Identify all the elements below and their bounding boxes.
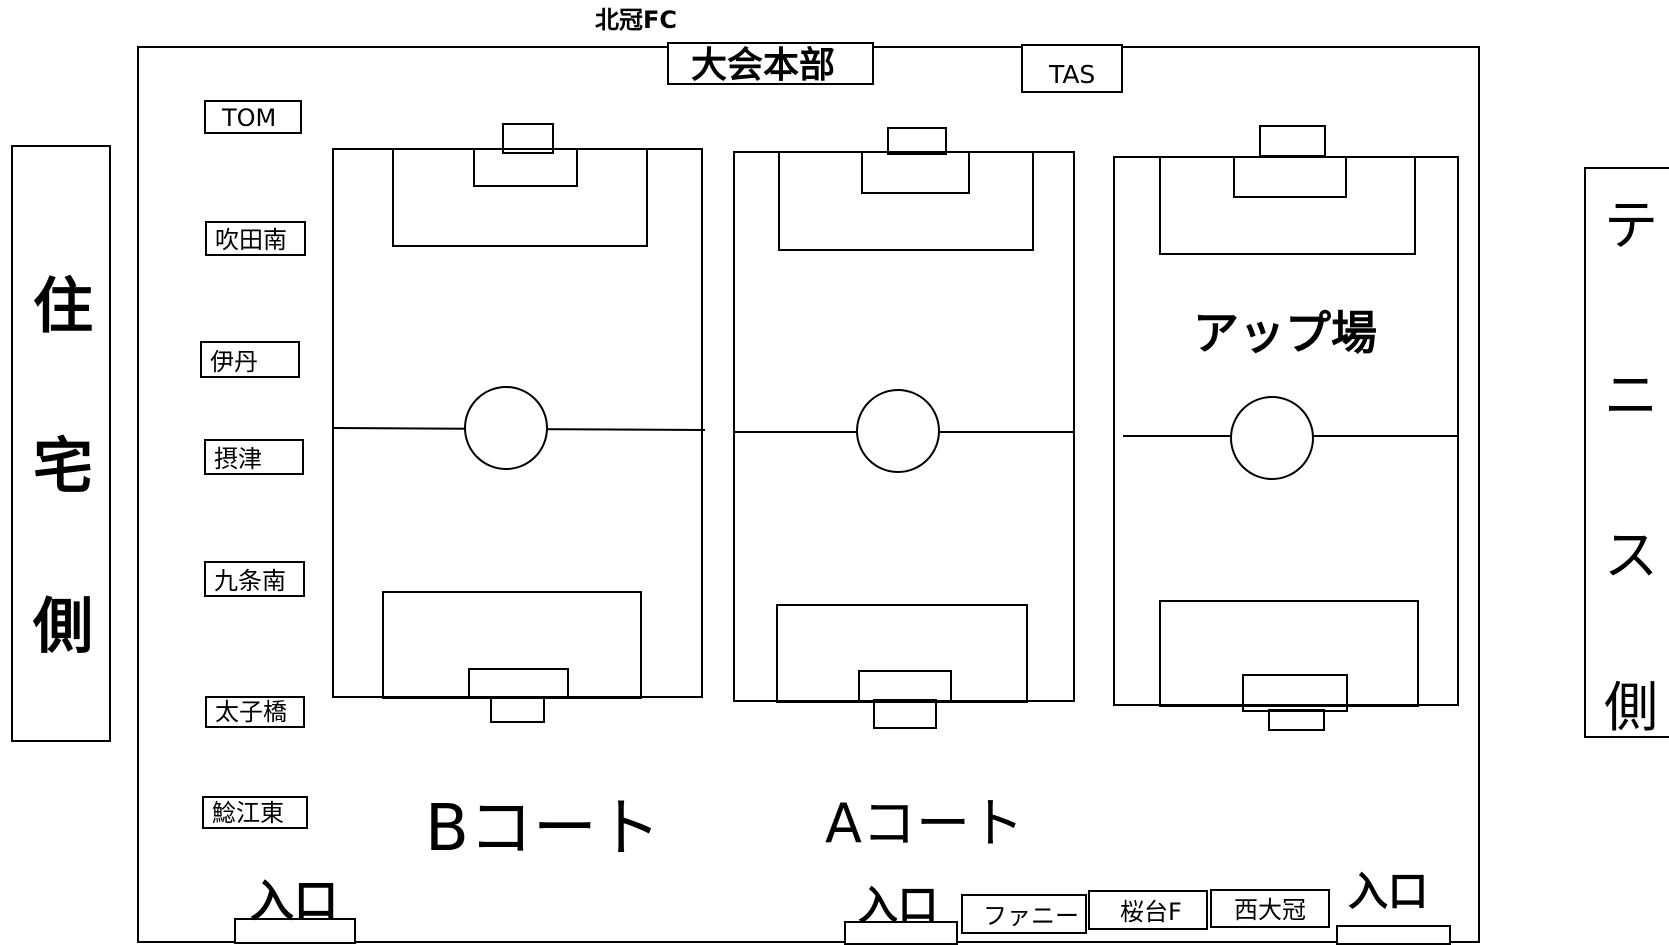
field-b-bottom-goal [490, 696, 545, 723]
field-b-top-penalty-area [392, 148, 648, 247]
entrance-label-right: 入口 [1348, 869, 1428, 915]
field-warmup-center-circle [1230, 396, 1314, 480]
field-b-bottom-penalty-area [382, 591, 642, 699]
warmup-area-label: アップ場 [1193, 306, 1377, 360]
entrance-gate-left [234, 918, 356, 944]
team-tent-settsu: 摂津 [204, 439, 304, 475]
field-warmup-bottom-goal [1268, 709, 1325, 731]
field-b-top-goal [502, 123, 554, 154]
field-a-top-penalty-area [778, 151, 1034, 251]
field-warmup-top-goal-area [1233, 156, 1347, 198]
entrance-label-left: 入口 [250, 876, 338, 927]
field-a-top-goal [887, 127, 947, 155]
team-tent-label: 九条南 [214, 567, 286, 595]
field-warmup [1113, 125, 1459, 731]
field-a-bottom-goal [873, 699, 937, 729]
team-tent-kujo-minami: 九条南 [204, 561, 305, 597]
tas-label: TAS [1049, 60, 1096, 89]
field-a [733, 127, 1075, 729]
bottom-tent-label: ファニー [983, 902, 1079, 930]
field-warmup-top-goal [1259, 125, 1326, 157]
team-tent-taishibashi: 太子橋 [205, 696, 305, 728]
tas-tent: TAS [1021, 44, 1123, 93]
field-a-bottom-penalty-area [776, 604, 1028, 703]
tennis-side-char-3: ス [1604, 524, 1658, 587]
field-a-top-goal-area [861, 151, 970, 194]
field-a-bottom-goal-area [858, 670, 952, 703]
residential-side-char-3: 側 [33, 592, 93, 662]
tennis-side-panel: テ ニ ス 側 [1584, 167, 1669, 738]
field-b-center-circle [464, 386, 548, 470]
bottom-tent-label: 西大冠 [1234, 896, 1306, 924]
field-warmup-top-penalty-area [1159, 156, 1416, 255]
court-b-label: Bコート [425, 792, 661, 866]
team-tent-label: 鯰江東 [212, 799, 284, 827]
entrance-gate-middle [844, 921, 958, 945]
bottom-tent-sakuradai: 桜台F [1088, 890, 1208, 930]
sponsor-label: 北冠FC [595, 6, 678, 34]
residential-side-panel: 住 宅 側 [11, 145, 111, 742]
residential-side-char-1: 住 [33, 272, 93, 342]
team-tent-namazue-higashi: 鯰江東 [202, 796, 308, 829]
bottom-tent-label: 桜台F [1120, 898, 1182, 926]
team-tent-tom: TOM [204, 100, 302, 134]
field-b-bottom-goal-area [468, 668, 569, 699]
bottom-tent-funny: ファニー [961, 894, 1087, 934]
residential-side-char-2: 宅 [33, 432, 93, 502]
venue-boundary [137, 46, 1480, 943]
team-tent-itami: 伊丹 [200, 341, 300, 378]
court-a-label: Aコート [825, 792, 1024, 855]
team-tent-label: 太子橋 [215, 698, 287, 726]
tennis-side-char-4: 側 [1604, 676, 1658, 739]
hq-label: 大会本部 [691, 45, 836, 86]
bottom-tent-nishi-okan: 西大冠 [1210, 889, 1330, 928]
team-tent-label: TOM [222, 104, 277, 132]
team-tent-label: 摂津 [214, 445, 262, 473]
team-tent-suita-minami: 吹田南 [205, 221, 306, 256]
hq-tent: 大会本部 [667, 42, 874, 85]
team-tent-label: 伊丹 [210, 348, 258, 376]
tennis-side-char-2: ニ [1604, 364, 1658, 427]
field-warmup-bottom-penalty-area [1159, 600, 1419, 707]
team-tent-label: 吹田南 [215, 226, 287, 254]
field-a-center-circle [856, 389, 940, 473]
tennis-side-char-1: テ [1604, 194, 1658, 257]
entrance-gate-right [1336, 925, 1451, 945]
entrance-label-middle: 入口 [858, 883, 938, 929]
field-b-top-goal-area [473, 148, 578, 187]
field-b [332, 123, 706, 723]
